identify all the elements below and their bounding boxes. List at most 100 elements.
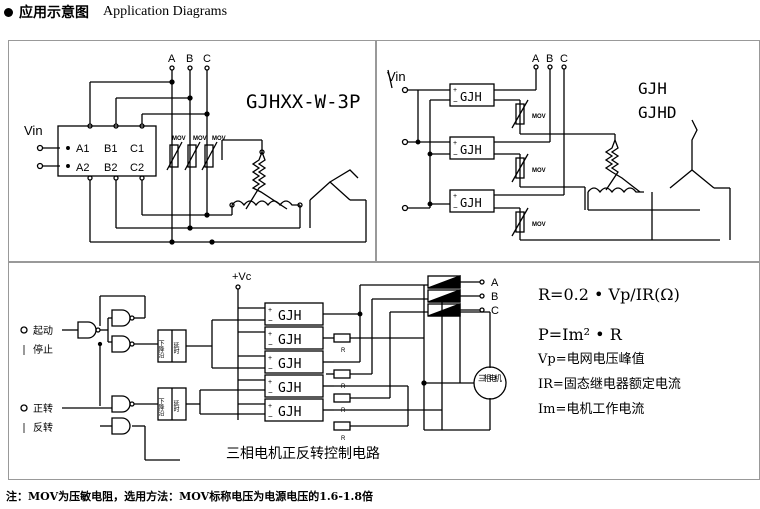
- d3-module-4: + − GJH: [264, 374, 324, 398]
- d3-module-5-label: GJH: [278, 405, 301, 420]
- header-title-cn: 应用示意图: [19, 5, 89, 21]
- d2-mov-label-2: MOV: [532, 168, 546, 174]
- d3-phase-c: C: [491, 305, 499, 317]
- d2-mov-label-1: MOV: [532, 114, 546, 120]
- d3-delay-2: 延时: [172, 399, 179, 412]
- d3-module-2-label: GJH: [278, 333, 301, 348]
- svg-text:+: +: [268, 331, 272, 338]
- d3-phase-b: B: [491, 291, 498, 303]
- d2-vin: Vin: [387, 69, 406, 84]
- svg-text:+: +: [268, 379, 272, 386]
- d2-module-3: + − GJH: [449, 189, 495, 213]
- d3-motor-label: 三相电机: [478, 373, 502, 383]
- d3-module-4-label: GJH: [278, 381, 301, 396]
- d2-delta-load: [584, 119, 731, 240]
- bullet-icon: [4, 7, 13, 17]
- svg-text:−: −: [453, 203, 458, 212]
- svg-text:−: −: [268, 412, 273, 421]
- svg-text:+: +: [268, 307, 272, 314]
- d1-vin-minus: [36, 162, 44, 170]
- d1-terminal-c: [204, 65, 210, 71]
- d2-module-1: + − GJH: [449, 83, 495, 107]
- d1-term-a1: A1: [76, 143, 89, 155]
- diagram-3: +Vc 起动 停止 正转 反转: [20, 271, 681, 462]
- d1-terminal-a: [169, 65, 175, 71]
- d1-term-a2: A2: [76, 162, 89, 174]
- d3-resistor-label-2: R: [341, 384, 346, 390]
- d2-phase-c: C: [560, 53, 568, 65]
- d1-mov-group: MOV MOV MOV: [166, 136, 226, 171]
- svg-text:−: −: [268, 340, 273, 349]
- d1-mov-label-1: MOV: [172, 136, 186, 142]
- d2-phase-a: A: [532, 53, 540, 65]
- d3-module-2: + − GJH: [264, 326, 324, 350]
- d1-terminal-b: [187, 65, 193, 71]
- d3-start: 起动: [33, 325, 53, 337]
- svg-text:−: −: [268, 388, 273, 397]
- d3-delay-block-1: 下降沿 延时: [157, 329, 187, 363]
- d3-resistor-label-4: R: [341, 436, 346, 442]
- d2-module-2: + − GJH: [449, 136, 495, 160]
- d2-model-1: GJH: [638, 79, 667, 98]
- diagram1-model: GJHXX-W-3P: [246, 91, 360, 113]
- d1-term-c2: C2: [130, 162, 144, 174]
- d3-inline-ssrs: [427, 275, 461, 317]
- d3-delay-1: 延时: [172, 341, 179, 354]
- svg-text:+: +: [453, 87, 457, 94]
- d3-resistor-label-1: R: [341, 348, 346, 354]
- d1-mov-label-3: MOV: [212, 136, 226, 142]
- diagram-1: GJHXX-W-3P A B C Vin A1 B1 C1 A2 B2 C2: [24, 53, 367, 245]
- d3-legend-3: Im=电机工作电流: [538, 402, 644, 417]
- d1-phase-b: B: [186, 53, 193, 65]
- d3-resistor-label-3: R: [341, 408, 346, 414]
- svg-text:+: +: [268, 403, 272, 410]
- d3-falling-edge-2: 下降沿: [157, 398, 164, 417]
- d2-model-2: GJHD: [638, 103, 677, 122]
- svg-text:+: +: [268, 355, 272, 362]
- d1-delta-load: [221, 139, 367, 242]
- svg-text:+: +: [453, 193, 457, 200]
- d3-stop: 停止: [33, 343, 53, 356]
- d1-phase-a: A: [168, 53, 176, 65]
- d3-legend-1: Vp=电网电压峰值: [537, 351, 645, 367]
- diagram-frame-1: [8, 40, 376, 262]
- d3-module-3: + − GJH: [264, 350, 324, 374]
- d1-term-c1: C1: [130, 143, 144, 155]
- d3-module-1-label: GJH: [278, 309, 301, 324]
- svg-text:−: −: [268, 316, 273, 325]
- d1-term-b1: B1: [104, 143, 117, 155]
- footnote: 注：MOV为压敏电阻，选用方法：MOV标称电压为电源电压的1.6-1.8倍: [6, 490, 374, 503]
- d2-module-2-label: GJH: [460, 143, 482, 157]
- d3-module-1: + − GJH: [264, 302, 324, 326]
- d3-forward: 正转: [33, 402, 53, 415]
- d3-module-5: + − GJH: [264, 398, 324, 422]
- d3-vc: +Vc: [232, 271, 252, 283]
- d1-mov-label-2: MOV: [193, 136, 207, 142]
- d2-mov-label-3: MOV: [532, 222, 546, 228]
- d3-reverse: 反转: [33, 421, 53, 434]
- d2-module-3-label: GJH: [460, 196, 482, 210]
- d3-caption: 三相电机正反转控制电路: [226, 446, 380, 462]
- d3-forward-terminal: [20, 404, 28, 412]
- d3-logic-gates: [62, 295, 180, 461]
- d1-vin: Vin: [24, 123, 43, 138]
- d1-term-b2: B2: [104, 162, 117, 174]
- d2-mov-group: MOV MOV MOV: [511, 99, 546, 237]
- d3-phase-a: A: [491, 277, 499, 289]
- d3-vc-terminal: [235, 284, 241, 290]
- diagram-2: Vin A B C GJH GJHD + − GJH + − G: [387, 53, 731, 241]
- d3-falling-edge-1: 下降沿: [157, 340, 164, 359]
- svg-text:−: −: [453, 150, 458, 159]
- d3-formula-2: P=Im² • R: [538, 325, 623, 344]
- d2-phase-b: B: [546, 53, 553, 65]
- d3-formula-1: R=0.2 • Vp/IR(Ω): [538, 285, 680, 304]
- d3-motor: 三相电机: [473, 366, 507, 400]
- svg-text:−: −: [268, 364, 273, 373]
- d1-phase-c: C: [203, 53, 211, 65]
- d3-legend-2: IR=固态继电器额定电流: [538, 377, 681, 392]
- d1-vin-plus: [36, 144, 44, 152]
- d1-relay-box: [57, 125, 157, 177]
- d3-resistors: R R R R: [333, 333, 351, 442]
- svg-text:+: +: [453, 140, 457, 147]
